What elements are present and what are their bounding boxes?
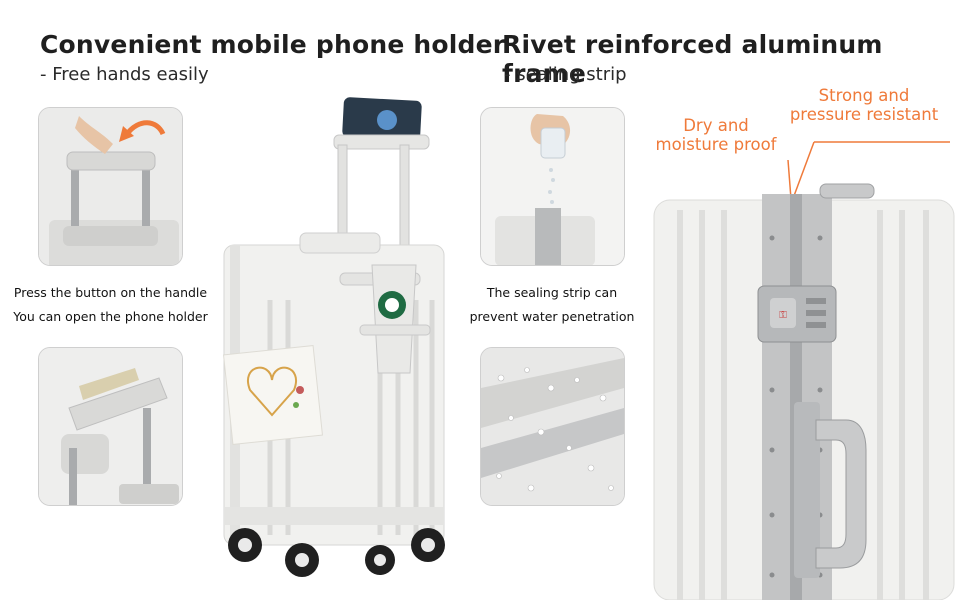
left-caption: Press the button on the handle You can o…	[8, 281, 213, 329]
left-caption-line2: You can open the phone holder	[13, 309, 208, 324]
handle-button-photo	[38, 107, 183, 266]
left-subtitle: - Free hands easily	[40, 64, 209, 85]
callout-strong-line1: Strong and	[818, 86, 910, 105]
sealing-strip-water-photo	[480, 107, 625, 266]
aluminum-frame-closeup-image: ⚿	[640, 120, 970, 600]
callout-dry-line2: moisture proof	[655, 135, 777, 154]
left-caption-line1: Press the button on the handle	[13, 285, 208, 300]
right-title: Rivet reinforced aluminum frame	[502, 30, 883, 88]
callout-strong-line2: pressure resistant	[789, 105, 939, 124]
water-drops-photo	[480, 347, 625, 506]
right-caption-line2: prevent water penetration	[469, 309, 635, 324]
callout-strong-pressure-resistant: Strong and pressure resistant	[784, 86, 944, 124]
right-caption-line1: The sealing strip can	[486, 285, 618, 300]
svg-text:⚿: ⚿	[779, 310, 787, 321]
right-caption: The sealing strip can prevent water pene…	[452, 281, 652, 329]
suitcase-image	[210, 95, 470, 590]
callout-dry-line1: Dry and	[683, 116, 749, 135]
left-title: Convenient mobile phone holder	[40, 30, 506, 59]
right-subtitle: - sealing strip	[504, 64, 627, 85]
callout-dry-moisture-proof: Dry and moisture proof	[648, 116, 784, 154]
phone-holder-open-photo	[38, 347, 183, 506]
